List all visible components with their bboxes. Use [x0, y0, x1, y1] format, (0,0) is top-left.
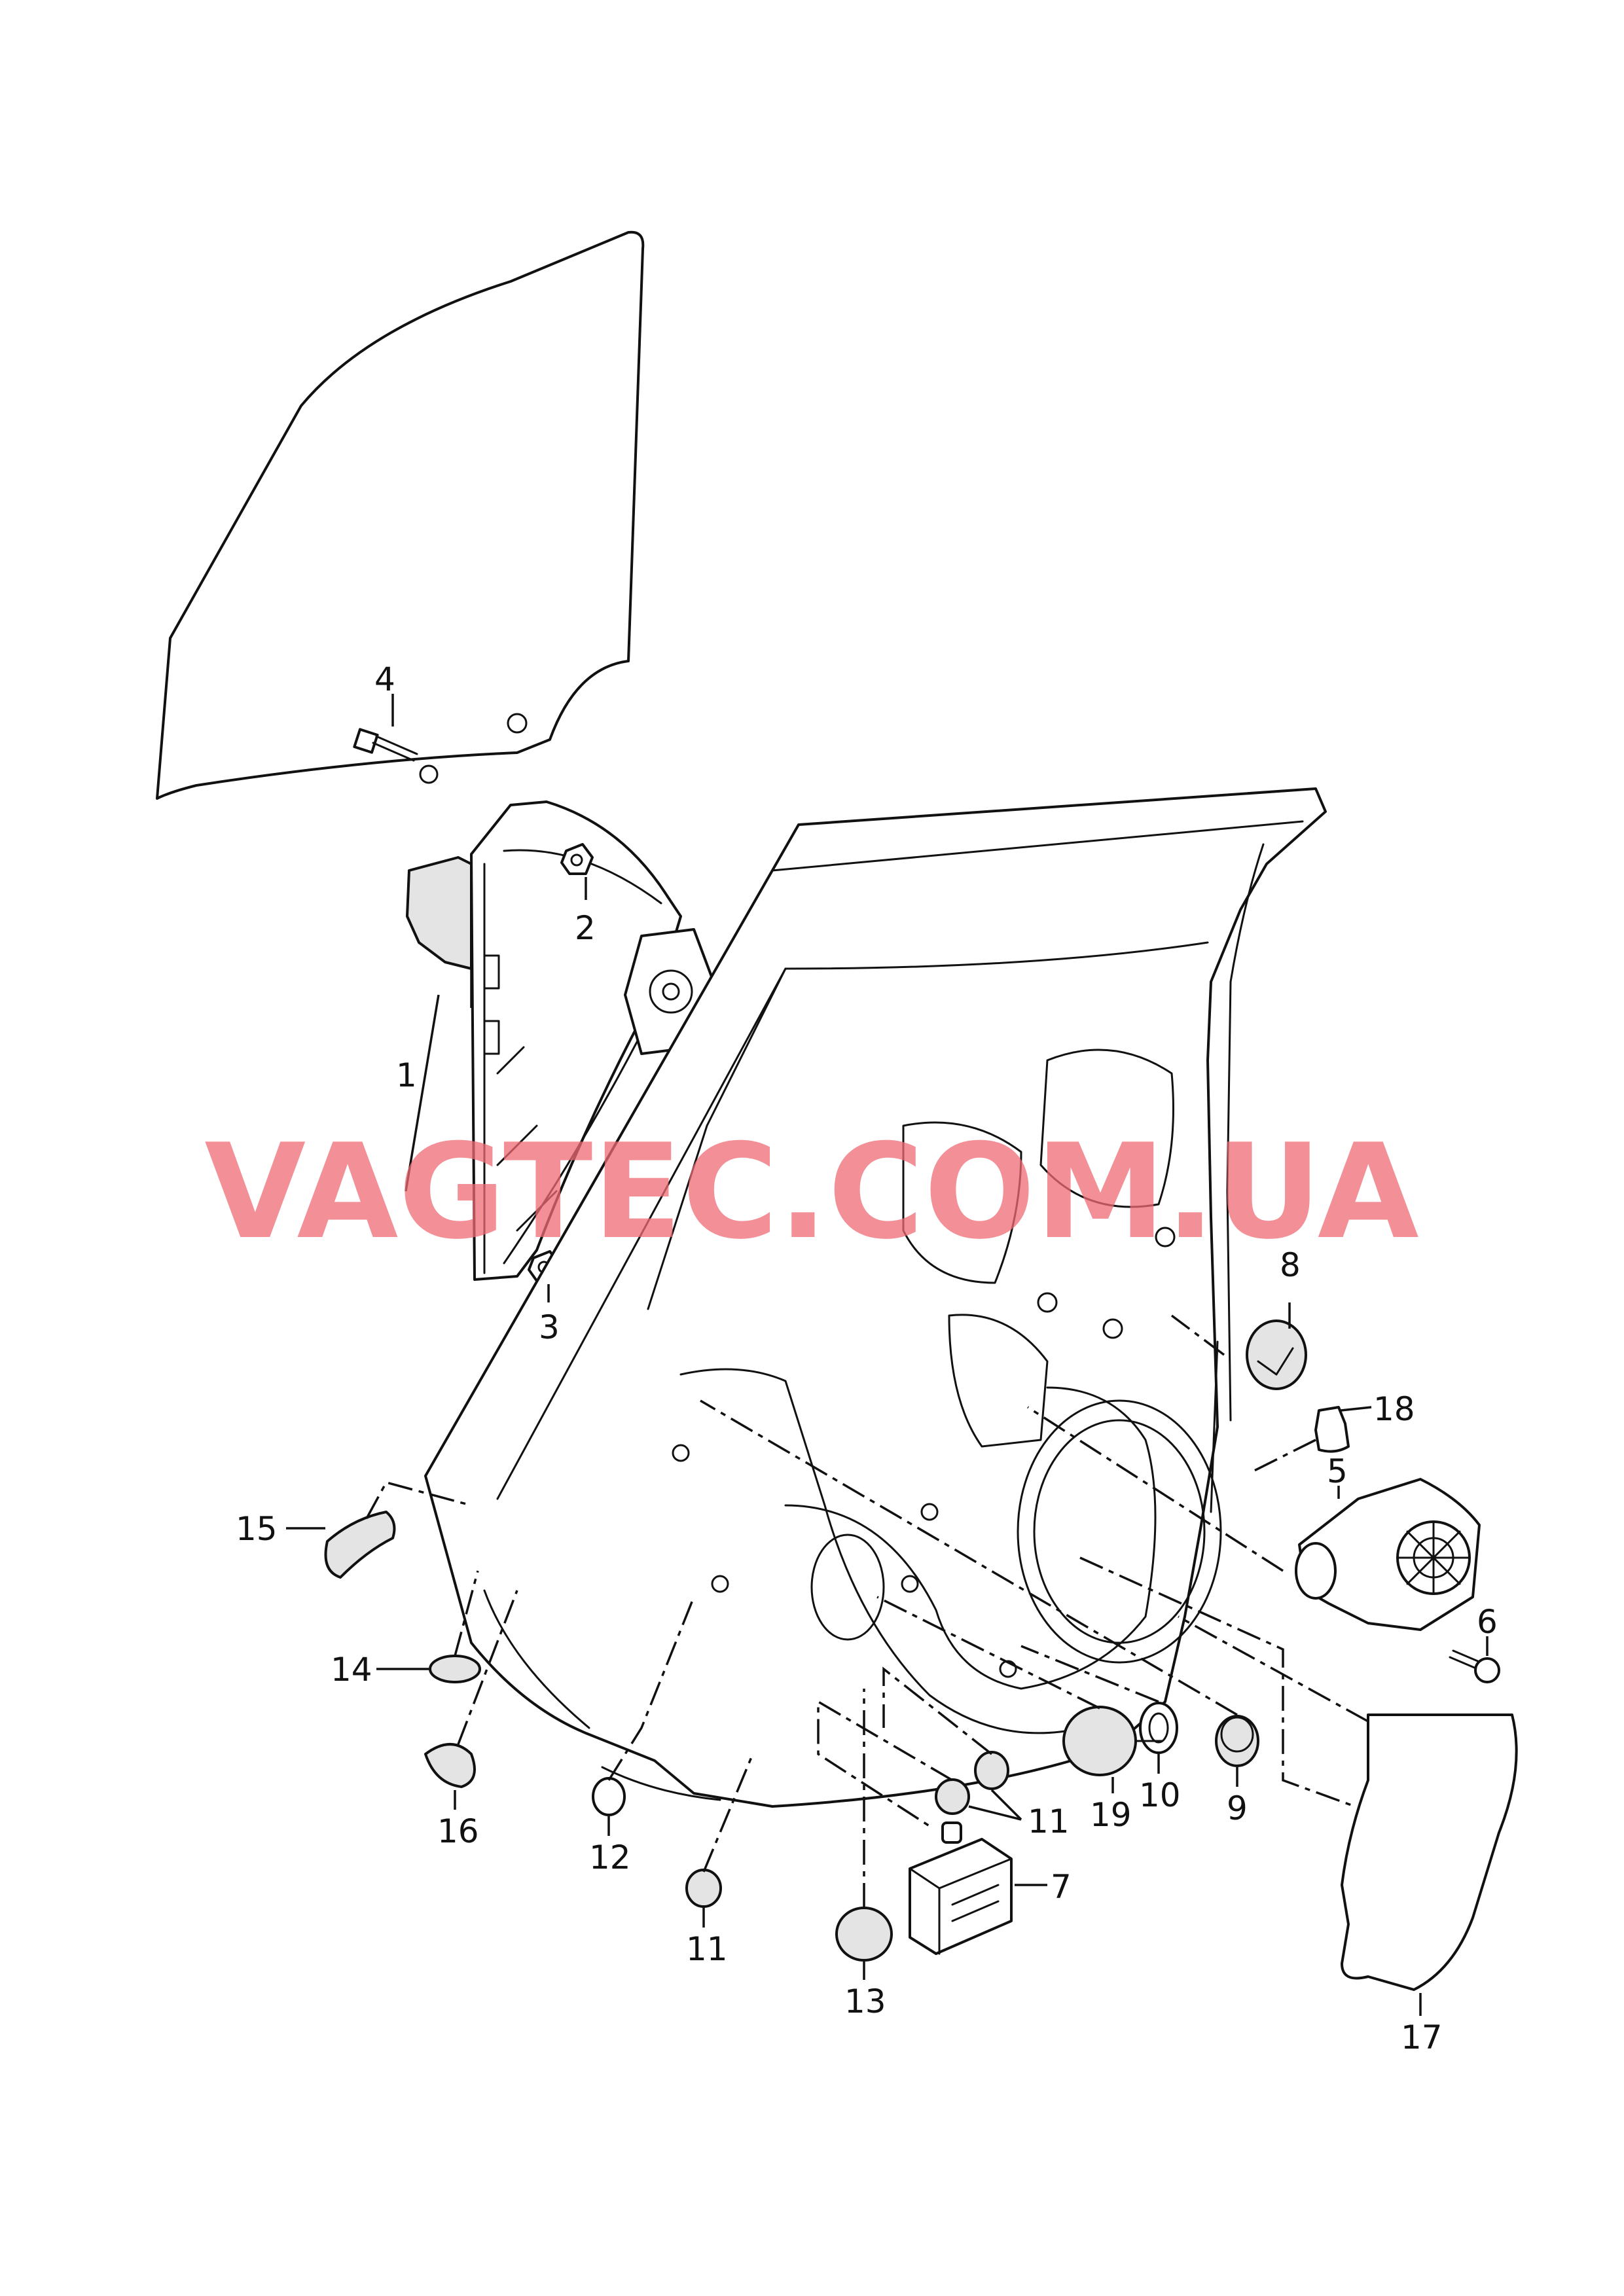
screw: [1449, 1649, 1500, 1683]
callout-7: 7: [1051, 1868, 1072, 1906]
callout-8: 8: [1280, 1246, 1301, 1284]
flat-grommet: [429, 1655, 481, 1683]
callout-13: 13: [844, 1982, 886, 2020]
leader-lines: [286, 694, 1489, 2016]
callout-16: 16: [437, 1812, 479, 1850]
callout-5: 5: [1327, 1452, 1348, 1490]
stud-bolt: [353, 728, 418, 762]
callout-9: 9: [1227, 1789, 1248, 1827]
bung-single: [685, 1869, 722, 1908]
bung-pair: [935, 1751, 1009, 1815]
callout-19: 19: [1090, 1796, 1132, 1834]
door-glass: [156, 230, 645, 800]
nut-upper: [560, 843, 594, 875]
clip: [1314, 1406, 1350, 1453]
callout-2: 2: [575, 909, 596, 947]
window-motor: [1295, 1478, 1481, 1631]
callout-18: 18: [1373, 1390, 1415, 1428]
callout-14: 14: [331, 1651, 372, 1689]
cover-cap: [324, 1511, 396, 1579]
damper-pad: [1062, 1706, 1163, 1776]
assembly-lines: [365, 1314, 1369, 1908]
door-inner-panel: [424, 787, 1327, 1808]
callout-numbers: 4 2 1 3 8 18 5 6 7 9 10 11 11 12 13 14 1…: [236, 660, 1498, 2056]
callout-3: 3: [539, 1308, 560, 1346]
oval-plug: [835, 1907, 893, 1962]
callout-15: 15: [236, 1510, 278, 1548]
callout-1: 1: [396, 1056, 417, 1094]
watermark: VAGTEC.COM.UA: [204, 1116, 1418, 1268]
seal-ring: [1139, 1702, 1178, 1754]
window-regulator: [406, 800, 715, 1281]
sealing-foil: [1341, 1713, 1518, 1991]
callout-12: 12: [589, 1839, 631, 1876]
plug-large: [1246, 1319, 1307, 1390]
seal-cap: [424, 1743, 476, 1788]
grommet: [1215, 1715, 1259, 1767]
callout-17: 17: [1401, 2018, 1443, 2056]
callout-4: 4: [374, 660, 395, 698]
callout-11-group: 11: [1028, 1803, 1070, 1840]
callout-6: 6: [1477, 1603, 1498, 1641]
callout-11-single: 11: [686, 1930, 728, 1968]
plug-small: [592, 1777, 626, 1816]
callout-10: 10: [1139, 1776, 1181, 1814]
control-module: [909, 1821, 1013, 1955]
